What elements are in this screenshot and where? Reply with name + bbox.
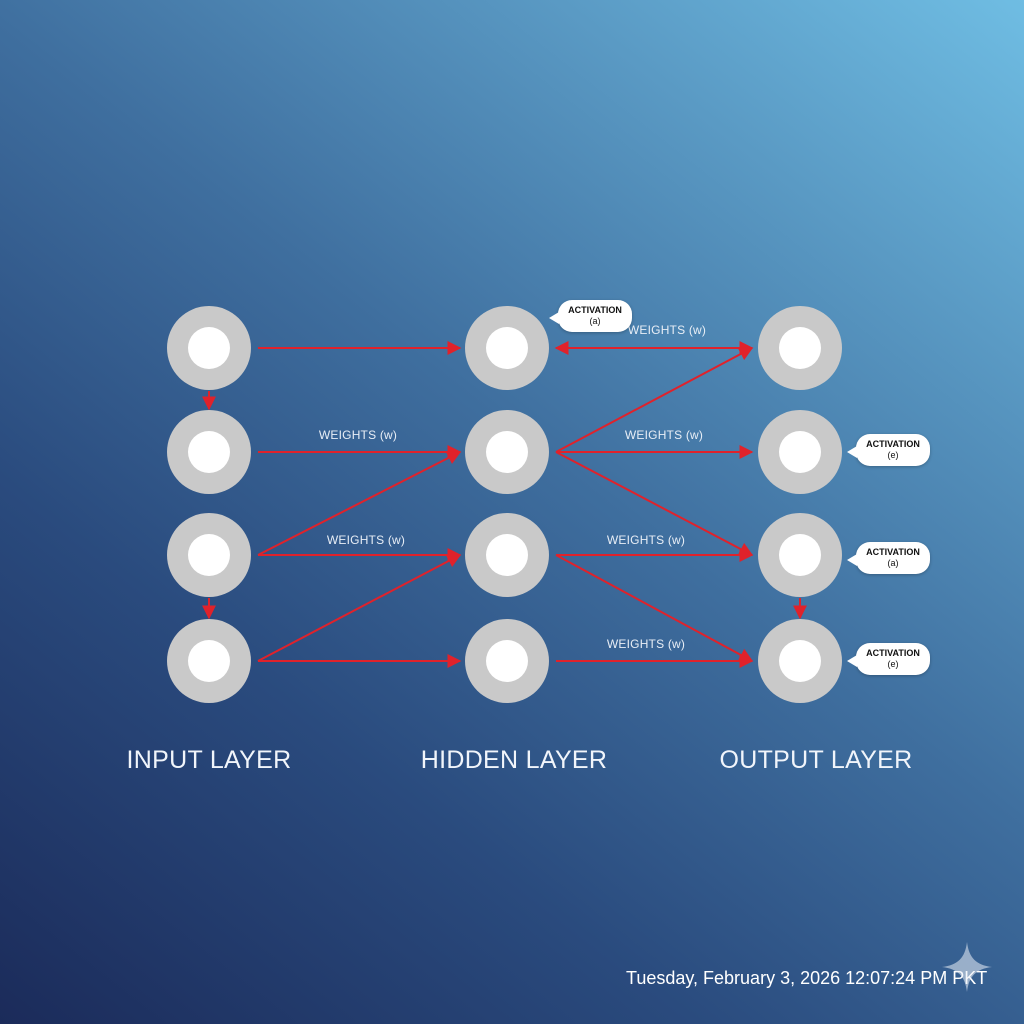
activation-callout: ACTIVATION (e)	[847, 434, 930, 466]
timestamp: Tuesday, February 3, 2026 12:07:24 PM PK…	[626, 968, 988, 988]
output-node	[758, 410, 842, 494]
node-core	[779, 640, 821, 682]
hidden-layer-label: HIDDEN LAYER	[420, 746, 608, 774]
weight-label: WEIGHTS (w)	[606, 533, 686, 547]
node-core	[779, 431, 821, 473]
weight-connection	[257, 451, 462, 556]
callout-title: ACTIVATION	[568, 305, 622, 315]
weight-label: WEIGHTS (w)	[318, 428, 398, 442]
node-core	[779, 534, 821, 576]
node-core	[486, 431, 528, 473]
input-node	[167, 513, 251, 597]
hidden-node	[465, 410, 549, 494]
node-core	[486, 640, 528, 682]
node-core	[779, 327, 821, 369]
node-core	[188, 431, 230, 473]
callout-symbol: (e)	[887, 659, 899, 669]
output-layer-label: OUTPUT LAYER	[719, 746, 913, 774]
output-node	[758, 513, 842, 597]
hidden-node	[465, 306, 549, 390]
input-node	[167, 619, 251, 703]
weight-connection	[555, 554, 754, 662]
weight-label: WEIGHTS (w)	[624, 428, 704, 442]
activation-callout: ACTIVATION (a)	[847, 542, 930, 574]
output-node	[758, 619, 842, 703]
callout-symbol: (a)	[887, 558, 899, 568]
weight-connection	[257, 554, 462, 662]
node-core	[188, 327, 230, 369]
weight-connection	[555, 347, 754, 453]
activation-callout: ACTIVATION (e)	[847, 643, 930, 675]
node-core	[486, 327, 528, 369]
hidden-node	[465, 513, 549, 597]
callout-title: ACTIVATION	[866, 547, 920, 557]
output-node	[758, 306, 842, 390]
callout-symbol: (a)	[589, 316, 601, 326]
callout-title: ACTIVATION	[866, 648, 920, 658]
input-node	[167, 306, 251, 390]
weight-label: WEIGHTS (w)	[606, 637, 686, 651]
sparkle-icon	[942, 942, 992, 992]
input-layer-label: INPUT LAYER	[126, 746, 292, 774]
input-node	[167, 410, 251, 494]
node-core	[486, 534, 528, 576]
callout-title: ACTIVATION	[866, 439, 920, 449]
callout-symbol: (e)	[887, 450, 899, 460]
activation-callout: ACTIVATION (a)	[549, 300, 632, 332]
weight-label: WEIGHTS (w)	[627, 323, 707, 337]
node-core	[188, 640, 230, 682]
hidden-node	[465, 619, 549, 703]
node-core	[188, 534, 230, 576]
weight-connection	[555, 451, 754, 556]
weight-label: WEIGHTS (w)	[326, 533, 406, 547]
